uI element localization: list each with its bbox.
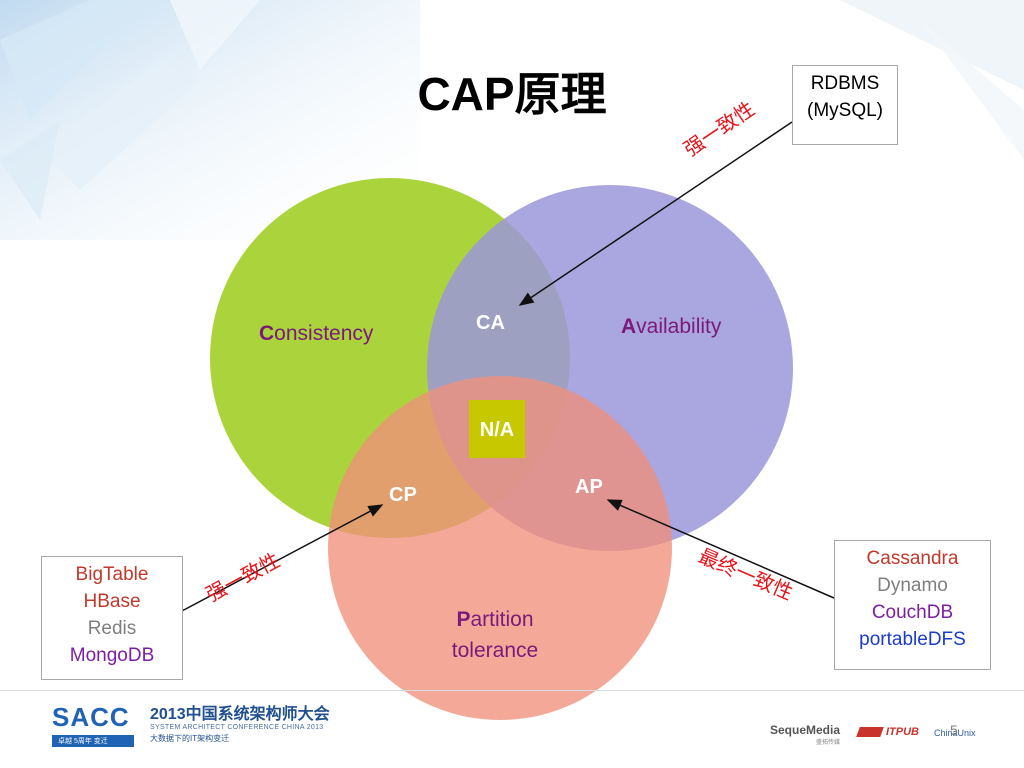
- partition-initial: P: [456, 608, 471, 631]
- footer-divider: [0, 690, 1024, 691]
- consistency-label: Consistency: [259, 322, 373, 346]
- ap-system-1: Cassandra: [866, 548, 959, 569]
- na-label: N/A: [479, 419, 515, 441]
- arrow-ca: [518, 121, 793, 306]
- sponsor-sequemedia: SequeMedia 盛拓传媒: [770, 723, 840, 746]
- sacc-logo-text: SACC: [52, 702, 130, 732]
- consistency-initial: C: [259, 322, 275, 345]
- ap-system-2: Dynamo: [877, 575, 948, 596]
- ap-system-4: portableDFS: [859, 629, 966, 650]
- consistency-text: onsistency: [274, 322, 374, 345]
- sponsor-sequemedia-sub: 盛拓传媒: [816, 740, 841, 746]
- conference-subtitle-en: SYSTEM ARCHITECT CONFERENCE CHINA 2013: [150, 724, 324, 731]
- partition-text: artition: [470, 608, 534, 631]
- ap-systems-box: Cassandra Dynamo CouchDB portableDFS: [834, 540, 991, 670]
- partition-label: Partition tolerance: [420, 604, 570, 666]
- cp-systems-box: BigTable HBase Redis MongoDB: [41, 556, 183, 680]
- conference-title: 2013中国系统架构师大会: [150, 706, 330, 723]
- cp-system-4: MongoDB: [69, 645, 155, 666]
- availability-initial: A: [621, 315, 637, 338]
- cp-system-1: BigTable: [75, 564, 149, 585]
- availability-label: Availability: [621, 315, 721, 339]
- sponsor-sequemedia-text: SequeMedia: [770, 723, 841, 737]
- sponsor-logo-icon: [856, 727, 884, 737]
- sacc-logo: SACC 卓越 5周年 变迁: [52, 702, 134, 747]
- ap-system-3: CouchDB: [871, 602, 954, 623]
- conference-theme: 大数据下的IT架构变迁: [150, 734, 230, 743]
- availability-text: vailability: [636, 315, 722, 338]
- ap-label: AP: [575, 476, 603, 498]
- page-title: CAP原理: [417, 68, 607, 120]
- arrow-cp: [179, 504, 384, 613]
- sponsor-chinaunix: ChinaUnix: [934, 728, 976, 738]
- background-decoration-right: [840, 0, 1024, 160]
- sponsor-itpub: ITPUB: [886, 726, 919, 738]
- rdbms-line-1: RDBMS: [810, 73, 880, 94]
- cp-system-3: Redis: [87, 618, 137, 639]
- ca-label: CA: [476, 312, 505, 334]
- partition-text-line2: tolerance: [451, 639, 539, 662]
- background-decoration: [0, 0, 420, 240]
- partition-circle: [328, 376, 672, 720]
- na-box: [469, 400, 525, 458]
- rdbms-box: RDBMS (MySQL): [792, 65, 898, 145]
- page-number: 5: [950, 722, 958, 738]
- cp-label: CP: [389, 484, 417, 506]
- rdbms-line-2: (MySQL): [807, 100, 883, 121]
- conference-info: 2013中国系统架构师大会 SYSTEM ARCHITECT CONFERENC…: [150, 700, 330, 744]
- cp-system-2: HBase: [83, 591, 141, 612]
- sacc-logo-badge: 卓越 5周年 变迁: [52, 735, 134, 747]
- arrow-ap: [606, 499, 835, 599]
